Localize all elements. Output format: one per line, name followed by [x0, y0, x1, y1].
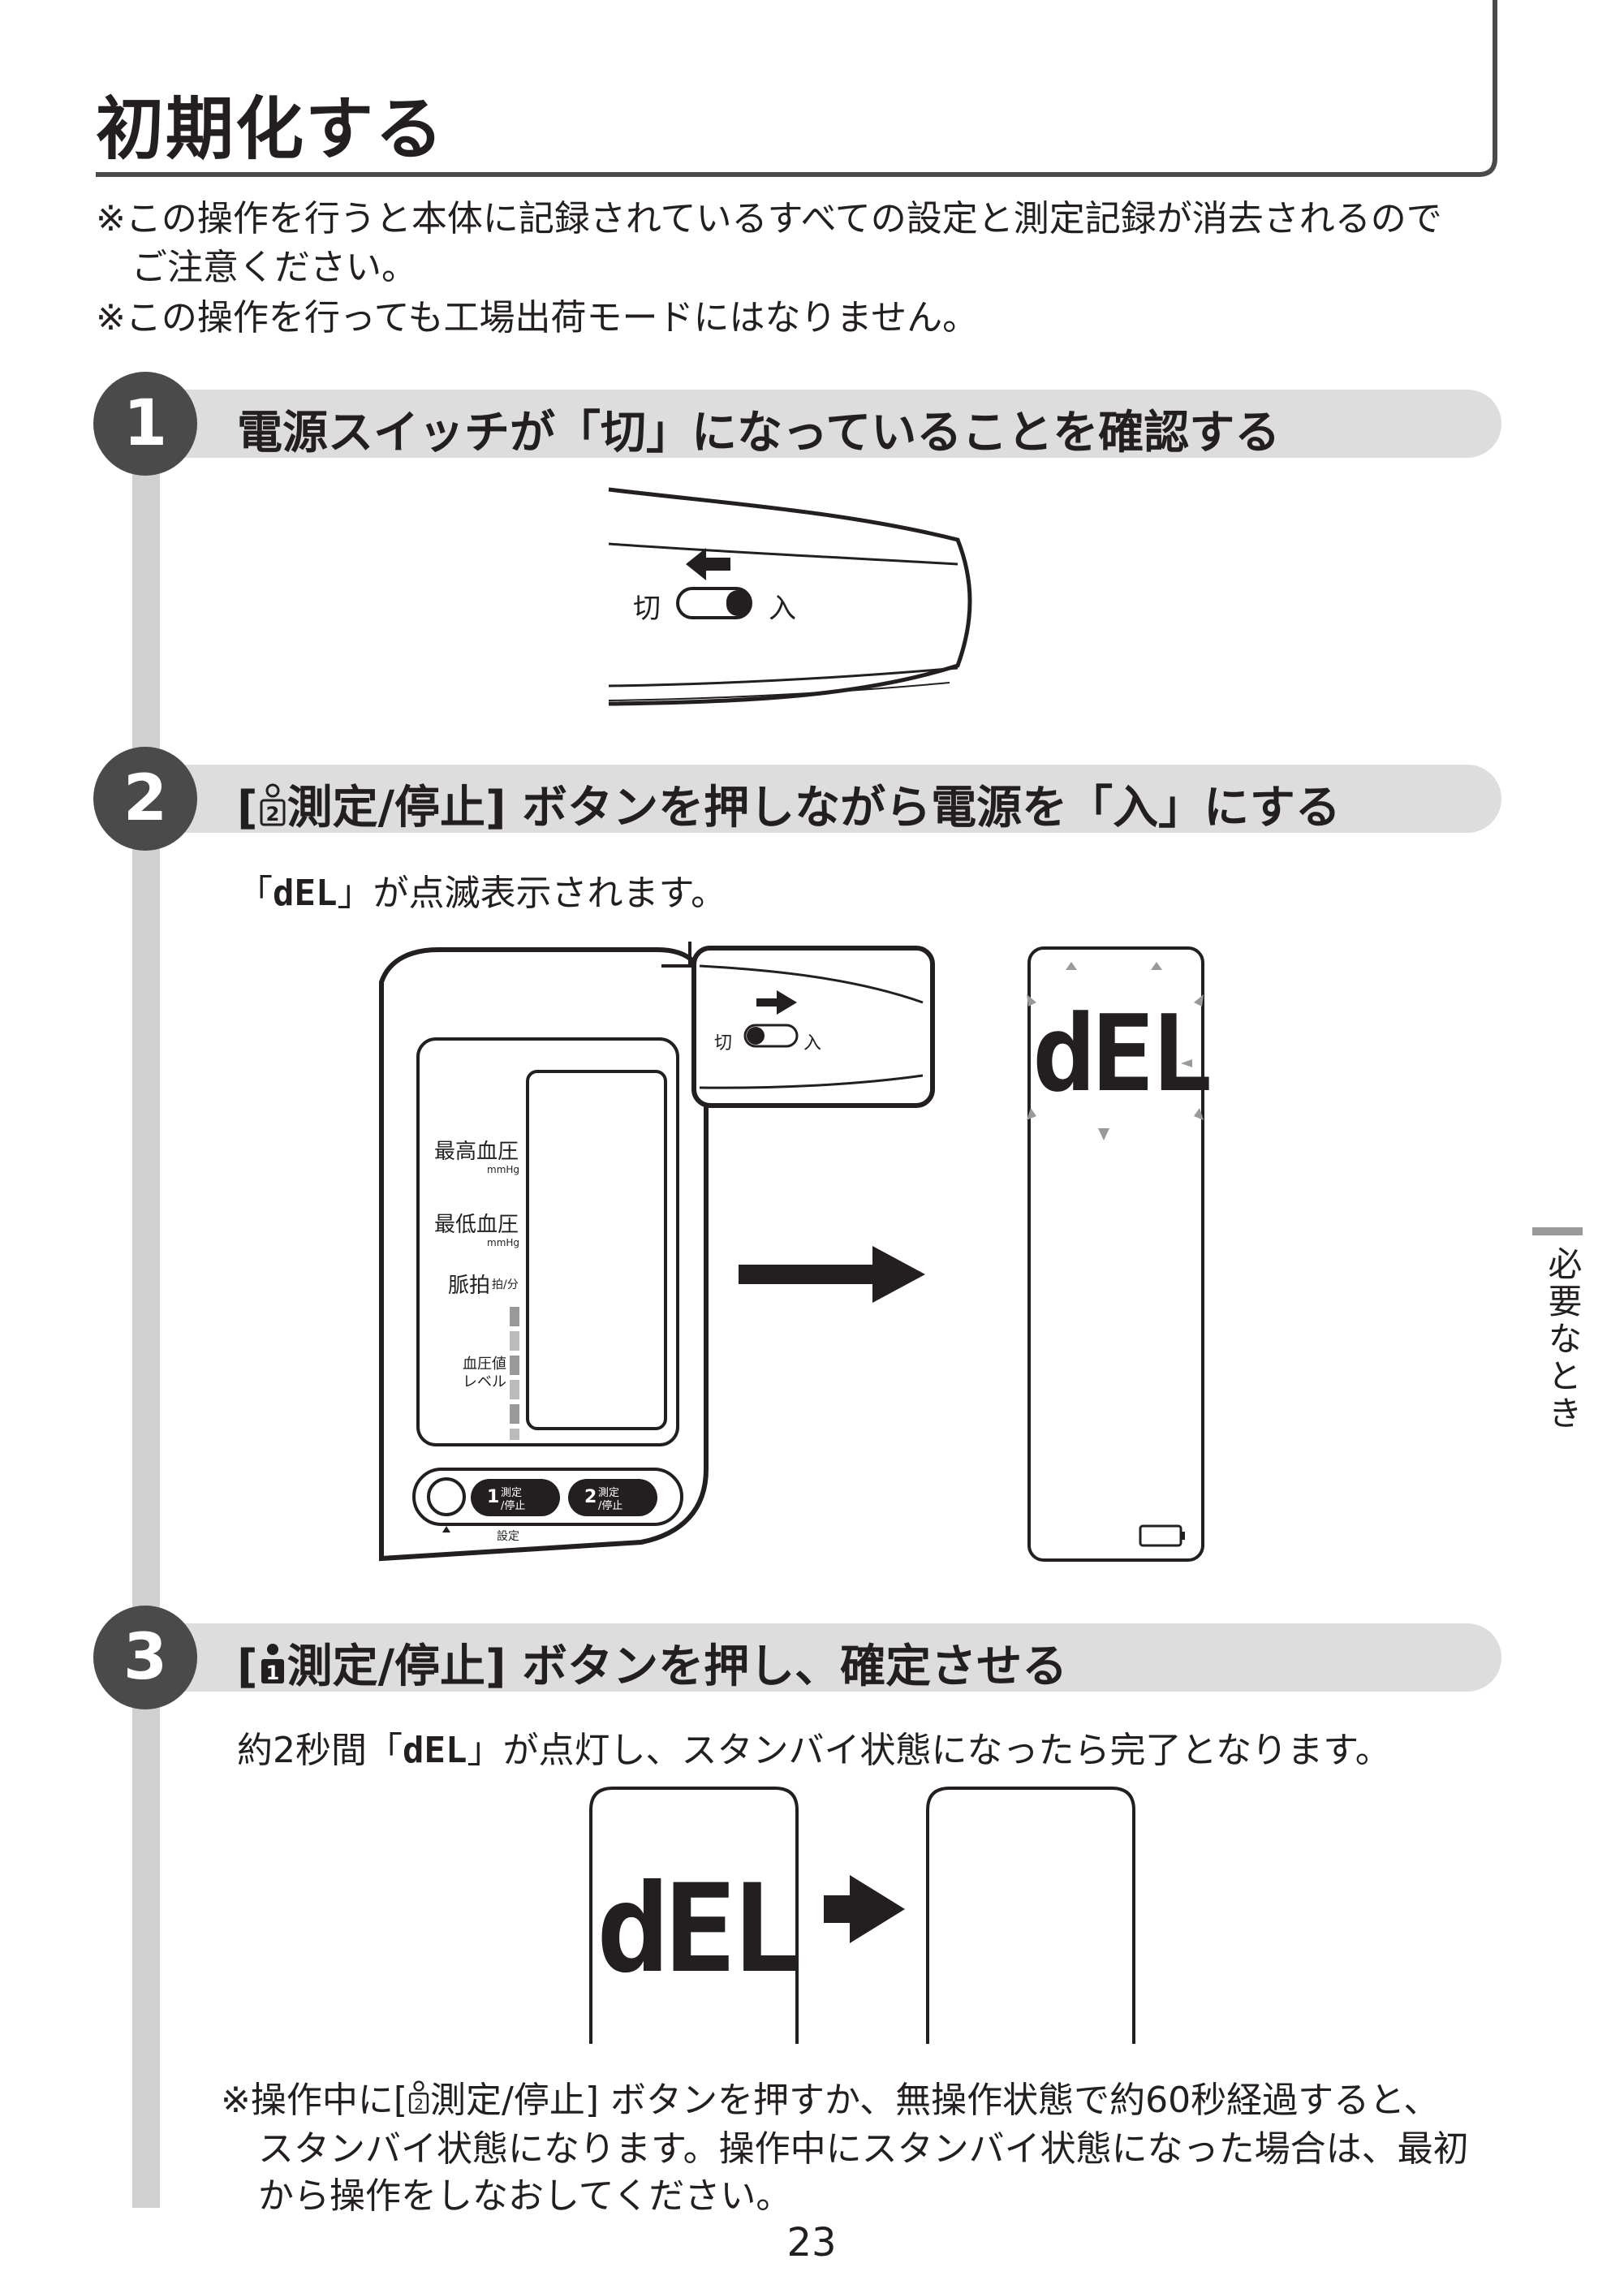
user-2-button-icon: 2	[258, 782, 287, 826]
btn2-label: 測定	[598, 1487, 620, 1499]
page-title: 初期化する	[96, 89, 446, 169]
lcd-before	[589, 1787, 799, 2044]
del-code-inline-2: dEL	[403, 1730, 467, 1771]
footnote-3: から操作をしなおしてください。	[258, 2175, 792, 2217]
step-3-desc: 約2秒間「dEL」が点灯し、スタンバイ状態になったら完了となります。	[237, 1730, 1391, 1771]
switch-on-label: 入	[769, 593, 796, 625]
label-diastolic: 最低血圧	[434, 1213, 519, 1237]
note-2: ※この操作を行っても工場出荷モードにはなりません。	[96, 297, 979, 338]
note-1: ※この操作を行うと本体に記録されているすべての設定と測定記録が消去されるので	[96, 198, 1442, 239]
arrow-right-icon	[739, 1246, 925, 1303]
switch-knob	[726, 590, 749, 616]
step-3-title-text: 測定/停止] ボタンを押し、確定させる	[286, 1640, 1068, 1693]
label-settings: 設定	[497, 1530, 519, 1543]
step-guide-line	[132, 455, 160, 2208]
arrow-right-icon	[756, 990, 797, 1015]
step-2-title: [ 2 測定/停止] ボタンを押しながら電源を「入」にする	[237, 771, 1341, 837]
svg-text:1: 1	[265, 1662, 279, 1684]
step-2-bracket: [	[237, 782, 258, 834]
label-pulse: 脈拍	[448, 1274, 491, 1298]
user-2-button-icon-small: 2	[407, 2080, 430, 2114]
lcd-display-blinking	[1027, 946, 1204, 1562]
del-code-inline: dEL	[273, 873, 338, 914]
side-tab-label: 必要なとき	[1543, 1246, 1583, 1433]
power-switch-illustration	[608, 487, 972, 706]
label-level-2: レベル	[463, 1373, 506, 1390]
step-2-bar	[130, 765, 1501, 833]
btn2-user: 2	[584, 1487, 597, 1507]
svg-text:2: 2	[265, 803, 279, 826]
user-1-button-icon: 1	[258, 1641, 287, 1684]
btn1-user: 1	[487, 1487, 500, 1507]
switch-inset	[691, 946, 935, 1108]
step-3-bracket: [	[237, 1640, 258, 1693]
btn1-label: 測定	[501, 1487, 523, 1499]
unit-pulse: 拍/分	[492, 1278, 519, 1291]
lcd-code: dEL	[1032, 992, 1213, 1115]
inset-on-label: 入	[803, 1033, 822, 1054]
memo-button	[427, 1477, 466, 1516]
device-lcd	[526, 1070, 667, 1430]
step-1-title: 電源スイッチが「切」になっていることを確認する	[237, 407, 1281, 459]
footnote-1: ※操作中に[ 2 測定/停止] ボタンを押すか、無操作状態で約60秒経過すると、	[221, 2080, 1440, 2121]
step-2-number: 2	[93, 747, 197, 851]
step-3-bar	[130, 1623, 1501, 1692]
lcd-sequence	[589, 1787, 1135, 2044]
inset-off-label: 切	[714, 1033, 733, 1054]
lcd-after-standby	[926, 1787, 1135, 2044]
note-1-cont: ご注意ください。	[131, 247, 417, 288]
arrow-left-icon	[686, 548, 730, 580]
step-1-bar	[130, 390, 1501, 458]
step-3-number: 3	[93, 1606, 197, 1709]
btn1-label-2: /停止	[501, 1500, 526, 1512]
user-1-measure-button	[471, 1479, 560, 1516]
label-level-1: 血圧値	[463, 1356, 506, 1373]
side-tab-marker	[1532, 1227, 1583, 1235]
step-3-title: [ 1 測定/停止] ボタンを押し、確定させる	[237, 1630, 1067, 1696]
step-2-title-text: 測定/停止] ボタンを押しながら電源を「入」にする	[286, 782, 1341, 834]
bp-monitor-illustration	[379, 942, 709, 1562]
arrow-right-icon	[850, 1875, 905, 1943]
step-1-number: 1	[93, 372, 197, 476]
svg-text:2: 2	[414, 2097, 424, 2114]
user-2-measure-button	[568, 1479, 657, 1516]
label-systolic: 最高血圧	[434, 1140, 519, 1164]
lcd-code-large: dEL	[597, 1859, 803, 2000]
footnote-2: スタンバイ状態になります。操作中にスタンバイ状態になった場合は、最初	[258, 2128, 1469, 2170]
btn2-label-2: /停止	[598, 1500, 623, 1512]
switch-off-label: 切	[633, 593, 661, 625]
step-2-desc: 「dEL」が点滅表示されます。	[237, 873, 727, 914]
unit-mmhg-2: mmHg	[487, 1237, 520, 1248]
page-number: 23	[786, 2220, 837, 2265]
unit-mmhg-1: mmHg	[487, 1164, 520, 1175]
